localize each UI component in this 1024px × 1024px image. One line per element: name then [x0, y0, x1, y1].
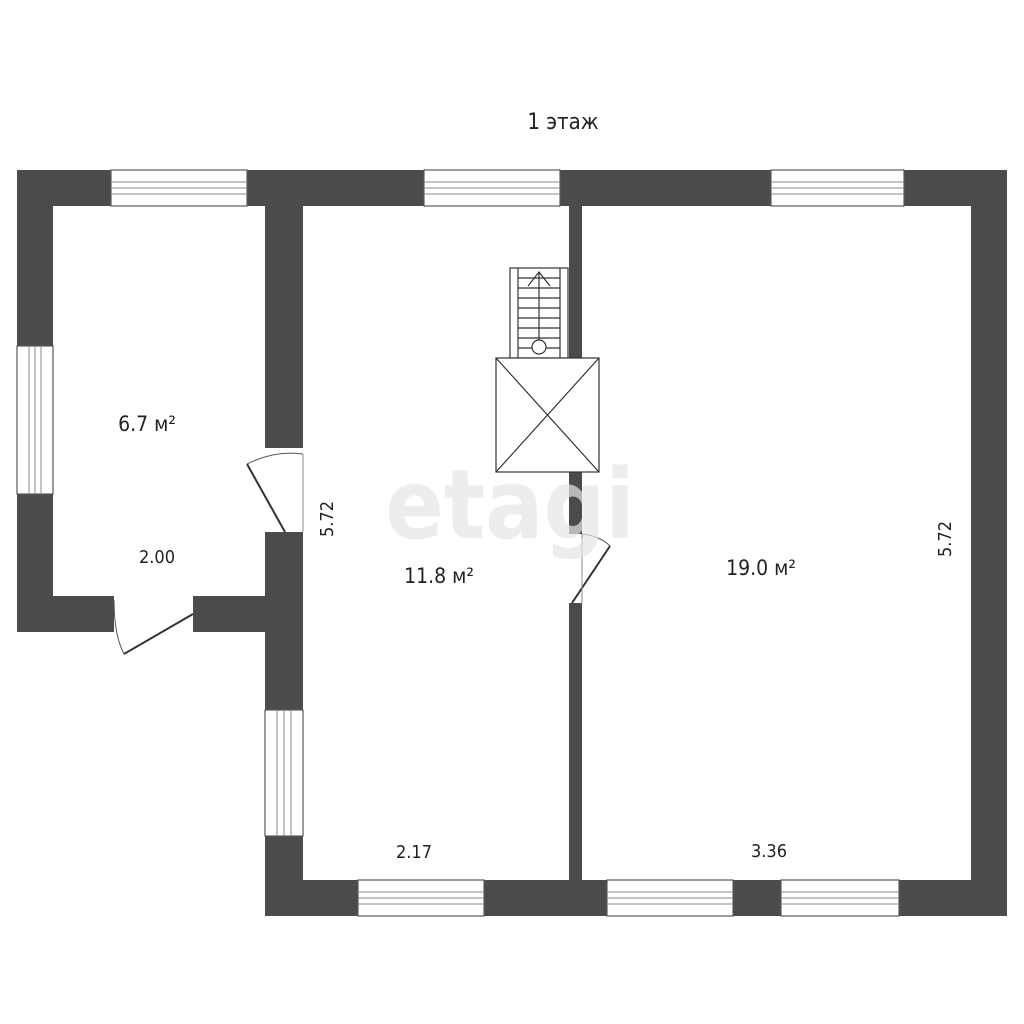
window-top-right	[770, 169, 905, 207]
door-middle-right	[571, 533, 611, 604]
staircase	[509, 267, 569, 359]
room-middle-height-dim: 5.72	[317, 501, 338, 537]
window-left-side	[16, 345, 54, 495]
window-bottom-right-b	[780, 879, 900, 917]
wall-partition-right-mid	[569, 472, 582, 534]
room-middle-area: 11.8 м²	[404, 564, 474, 588]
watermark: etagi	[385, 449, 635, 561]
window-top-middle	[423, 169, 561, 207]
floor-title: 1 этаж	[527, 110, 598, 135]
wall-partition-right-upper	[569, 206, 582, 358]
room-right-area: 19.0 м²	[726, 556, 796, 580]
window-bottom-middle	[357, 879, 485, 917]
room-middle-width-dim: 2.17	[396, 842, 432, 863]
door-left-middle	[246, 452, 304, 533]
window-middle-side	[264, 709, 304, 837]
window-bottom-right-a	[606, 879, 734, 917]
room-left-area: 6.7 м²	[118, 412, 176, 436]
shaft-opening	[495, 357, 600, 473]
wall-left-bottom-a	[17, 596, 114, 632]
wall-right-outer	[971, 170, 1007, 916]
wall-partition-left-upper	[265, 170, 303, 448]
windows	[16, 169, 905, 917]
room-right-width-dim: 3.36	[751, 841, 787, 862]
window-top-left	[110, 169, 248, 207]
wall-partition-right-lower	[569, 603, 582, 880]
doors	[113, 452, 611, 655]
room-right-height-dim: 5.72	[935, 521, 956, 557]
door-entrance	[113, 599, 194, 655]
room-left-width-dim: 2.00	[139, 547, 175, 568]
